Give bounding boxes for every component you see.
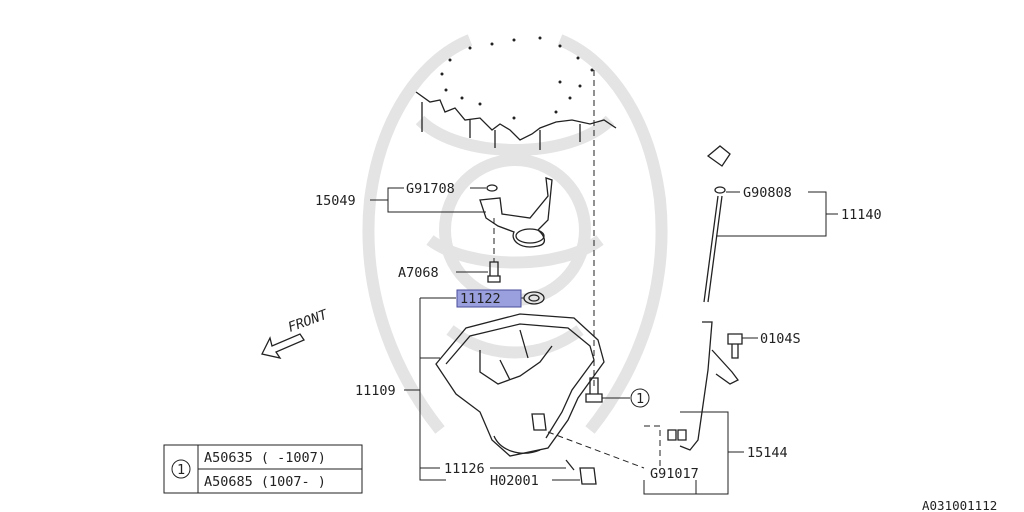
diagram-id: A031001112 bbox=[922, 498, 997, 512]
part-label-11109[interactable]: 11109 bbox=[355, 383, 396, 399]
part-label-11126[interactable]: 11126 bbox=[444, 461, 485, 477]
part-labels: 15049 G91708 A7068 11122 11109 11126 H02… bbox=[315, 181, 882, 489]
watermark-logo bbox=[362, 34, 668, 434]
guide-dash-gauge bbox=[644, 425, 661, 468]
leader-lines bbox=[370, 187, 838, 495]
gasket-11122-inner bbox=[528, 294, 540, 302]
part-label-0104s[interactable]: 0104S bbox=[760, 331, 801, 347]
bolt-0104s bbox=[727, 333, 743, 359]
legend-row-1[interactable]: A50635 ( -1007) bbox=[204, 450, 326, 466]
part-label-15049[interactable]: 15049 bbox=[315, 193, 356, 209]
block-bolt-holes bbox=[440, 36, 594, 120]
o-ring-g91708 bbox=[486, 184, 498, 192]
legend-marker-circle bbox=[171, 459, 191, 479]
part-label-15144[interactable]: 15144 bbox=[747, 445, 788, 461]
guide-dash-drain bbox=[547, 431, 645, 469]
part-label-h02001[interactable]: H02001 bbox=[490, 473, 539, 489]
part-label-11122-highlight bbox=[456, 289, 522, 308]
callout-number: 1 bbox=[636, 391, 644, 407]
part-label-11122[interactable]: 11122 bbox=[460, 291, 501, 307]
part-label-g91017[interactable]: G91017 bbox=[650, 466, 699, 482]
pan-bolt bbox=[585, 377, 603, 403]
oil-level-gauge bbox=[703, 145, 731, 303]
part-label-g91708[interactable]: G91708 bbox=[406, 181, 455, 197]
front-label: FRONT bbox=[286, 307, 330, 336]
legend-table: 1 A50635 ( -1007) A50685 (1007- ) bbox=[163, 444, 363, 494]
engine-block bbox=[415, 36, 617, 150]
bolt-a7068 bbox=[487, 261, 501, 283]
oil-strainer bbox=[479, 177, 553, 248]
oil-pan bbox=[435, 313, 605, 457]
drain-plug-h02001 bbox=[579, 467, 597, 485]
part-label-g90808[interactable]: G90808 bbox=[743, 185, 792, 201]
legend-marker: 1 bbox=[177, 462, 185, 478]
part-label-11140[interactable]: 11140 bbox=[841, 207, 882, 223]
gauge-guide-tube bbox=[667, 321, 739, 451]
part-label-a7068[interactable]: A7068 bbox=[398, 265, 439, 281]
callout-circle-1[interactable]: 1 bbox=[630, 388, 650, 408]
legend-row-2[interactable]: A50685 (1007- ) bbox=[204, 474, 326, 490]
front-arrow: FRONT bbox=[261, 307, 330, 359]
washer-11126 bbox=[565, 459, 575, 471]
